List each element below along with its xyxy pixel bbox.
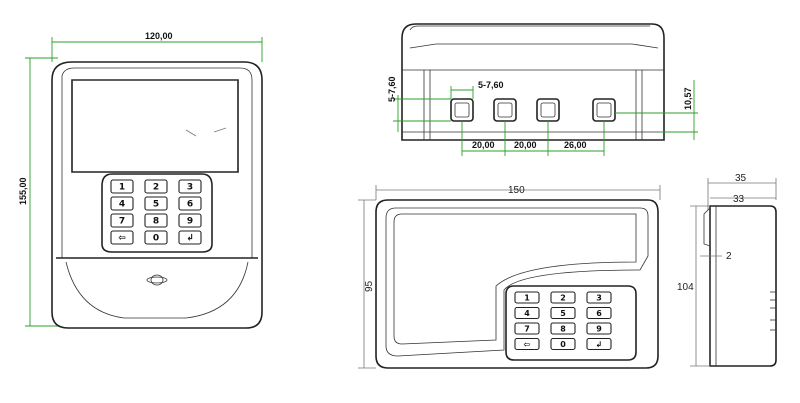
top-housing-outline (401, 23, 665, 141)
front-keys-button (144, 230, 168, 245)
front-keys-label: 1 (119, 183, 125, 193)
iso-keys-label: 0 (560, 340, 566, 349)
top-pitch-top-label: 5-7,60 (478, 80, 504, 90)
top-button-1 (450, 98, 474, 122)
front-keys-button (110, 213, 134, 228)
iso-keys-button (586, 337, 612, 351)
iso-keys-label: 5 (560, 309, 566, 318)
iso-width-label: 150 (508, 185, 525, 196)
iso-keys-button (514, 337, 540, 351)
iso-keypad-bezel (505, 285, 637, 361)
front-display-window (71, 79, 239, 173)
front-reflection-mark-1 (185, 129, 197, 137)
top-view: 5-7,60 5-7,60 10,57 20,00 20,00 26,00 (387, 23, 698, 156)
top-buttons (450, 98, 616, 122)
front-keys-label: 9 (187, 217, 193, 227)
iso-keys-label: 9 (596, 325, 602, 334)
iso-display-area (385, 207, 649, 357)
iso-keys-label: 2 (560, 294, 566, 303)
front-keys-button (144, 213, 168, 228)
iso-view: 150 95 1 2 3 4 5 6 7 8 9 ⇦ 0 ↲ (358, 185, 661, 369)
front-height-label: 155,00 (18, 177, 28, 205)
iso-keys-label: 6 (596, 309, 602, 318)
iso-height-label: 95 (364, 280, 375, 292)
front-keys-label: 0 (153, 234, 159, 244)
front-inner-frame (61, 67, 253, 259)
front-keys-button (178, 196, 202, 211)
iso-keys-label: ⇦ (524, 340, 531, 349)
iso-keys-button (550, 306, 576, 320)
iso-keys-label: 8 (560, 325, 566, 334)
iso-keys-label: ↲ (596, 340, 603, 349)
front-keys-button (144, 196, 168, 211)
side-height-label: 104 (677, 282, 694, 293)
iso-keys-label: 3 (596, 294, 602, 303)
top-button-3 (536, 98, 560, 122)
iso-keys-button (550, 337, 576, 351)
front-keys-button (178, 213, 202, 228)
front-view: 120,00 155,00 1 2 3 4 5 6 7 8 9 ⇦ 0 ↲ (18, 31, 263, 329)
front-keys-label: 8 (153, 217, 159, 227)
side-depth-outer-label: 35 (735, 173, 747, 184)
front-housing-outline (51, 61, 263, 329)
top-spacing-1-label: 20,00 (472, 140, 495, 150)
front-width-label: 120,00 (145, 31, 173, 41)
front-reflection-mark-2 (213, 127, 227, 133)
top-height-right-label: 10,57 (683, 87, 693, 110)
iso-keys-label: 7 (524, 325, 530, 334)
top-spacing-3-label: 26,00 (564, 140, 587, 150)
side-view: 35 33 2 104 (677, 173, 777, 367)
iso-keys-button (514, 322, 540, 335)
top-button-4 (592, 98, 616, 122)
iso-keys-button (586, 322, 612, 335)
front-keys-label: 4 (119, 200, 125, 210)
front-keys-button (110, 179, 134, 194)
front-base-curve (65, 261, 249, 319)
front-keys-label: ↲ (186, 234, 194, 244)
front-keys-label: ⇦ (118, 234, 126, 244)
top-pitch-left-label: 5-7,60 (387, 76, 397, 102)
iso-keys-button (514, 291, 540, 304)
top-button-2 (493, 98, 517, 122)
front-keys-label: 3 (187, 183, 193, 193)
iso-keys-button (550, 291, 576, 304)
front-logo-icon (150, 274, 164, 286)
front-keys-label: 2 (153, 183, 159, 193)
front-keys-label: 7 (119, 217, 125, 227)
top-spacing-2-label: 20,00 (514, 140, 537, 150)
iso-keys-button (550, 322, 576, 335)
iso-keys-button (514, 306, 540, 320)
iso-keys-label: 4 (524, 309, 530, 318)
iso-keypad: 1 2 3 4 5 6 7 8 9 ⇦ 0 ↲ (514, 291, 612, 351)
side-gap-label: 2 (726, 251, 732, 262)
front-keys-label: 5 (153, 200, 159, 210)
side-housing-outline (709, 205, 777, 367)
iso-keys-button (586, 291, 612, 304)
front-keys-button (110, 230, 134, 245)
front-keys-button (178, 230, 202, 245)
front-keys-label: 6 (187, 200, 193, 210)
front-keys-button (178, 179, 202, 194)
side-depth-inner-label: 33 (733, 194, 745, 205)
front-keys-button (144, 179, 168, 194)
front-keypad: 1 2 3 4 5 6 7 8 9 ⇦ 0 ↲ (110, 179, 202, 245)
iso-keys-label: 1 (524, 294, 530, 303)
front-keypad-bezel (101, 173, 213, 253)
side-mount-lip (703, 207, 711, 247)
iso-housing-outline (375, 199, 659, 369)
front-keys-button (110, 196, 134, 211)
iso-keys-button (586, 306, 612, 320)
